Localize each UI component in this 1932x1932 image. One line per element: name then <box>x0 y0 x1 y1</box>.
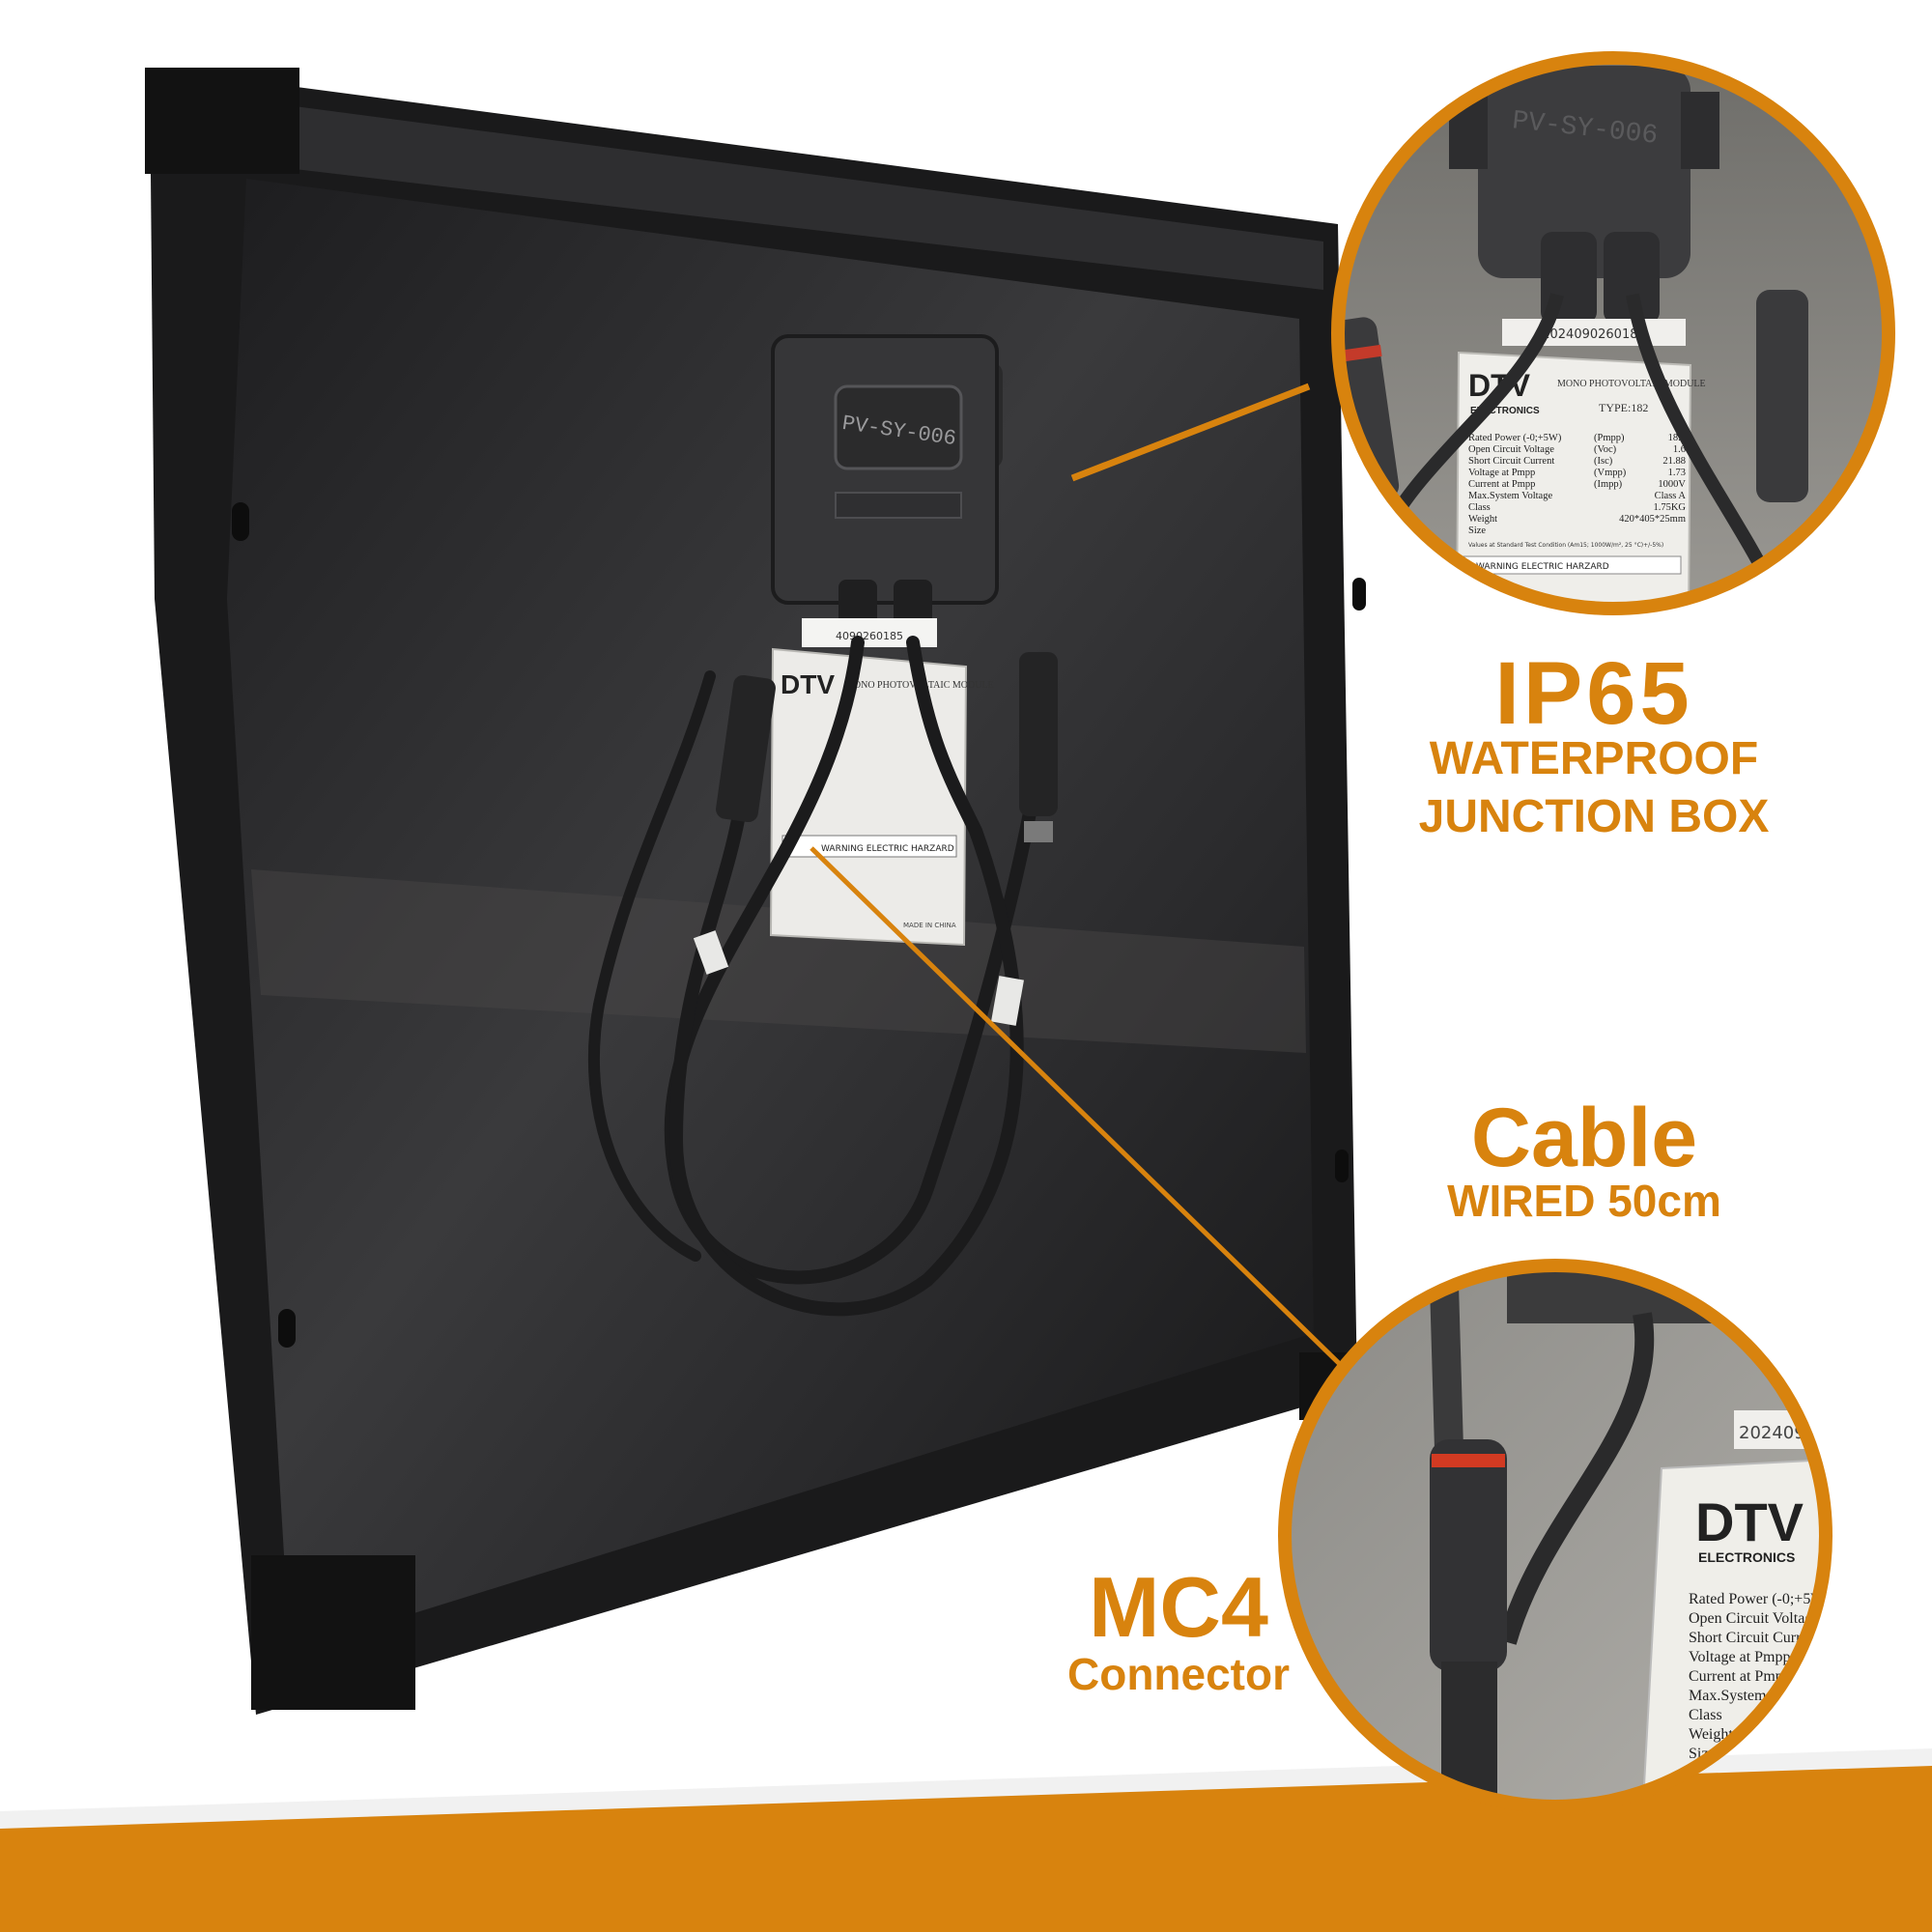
panel-reflection <box>251 869 1306 1053</box>
spec-row: Weight <box>1468 514 1497 525</box>
spec-row: Open Circuit Voltage <box>1689 1610 1819 1627</box>
zoom-junction-box: PV-SY-006 2024090260185 DTV ELECTRONICS … <box>1331 51 1895 615</box>
callout-leader-connector <box>810 846 1350 1374</box>
spec-code: (Voc) <box>1594 444 1617 455</box>
spec-row: Current at Pmpp <box>1468 479 1535 490</box>
spec-code: (Isc) <box>1594 456 1613 467</box>
corner-bracket <box>251 1555 415 1710</box>
spec-value: Class A <box>1655 491 1687 501</box>
callout-ip65-line1: WATERPROOF <box>1429 733 1759 784</box>
spec-row: Class <box>1689 1707 1722 1723</box>
spec-row: Class <box>1468 502 1491 513</box>
nameplate: 4090260185 DTV MONO PHOTOVOLTAIC MODULE … <box>769 618 994 947</box>
zoom2-brand-sub: ELECTRONICS <box>1698 1549 1795 1565</box>
spec-row: Open Circuit Voltage <box>1468 444 1554 455</box>
spec-value: 1.75KG <box>1653 502 1686 513</box>
spec-row: Weight <box>1689 1726 1733 1743</box>
zoom-brand-sub: ELECTRONICS <box>1470 406 1540 416</box>
frame-slot <box>1335 1150 1349 1182</box>
callout-cable-sub: WIRED 50cm <box>1447 1176 1721 1226</box>
spec-code: (Vmpp) <box>1594 468 1627 478</box>
zoom-product: MONO PHOTOVOLTAIC MODULE <box>1557 379 1706 389</box>
spec-value: 1000V <box>1658 479 1686 490</box>
serial-number: 4090260185 <box>836 630 903 642</box>
spec-row: Short Circuit Current <box>1468 456 1554 467</box>
spec-row: Short Circuit Current <box>1689 1630 1821 1646</box>
spec-row: Voltage at Pmpp <box>1689 1649 1790 1665</box>
spec-code: (Pmpp) <box>1594 433 1625 443</box>
spec-value: 1.6 <box>1673 444 1686 455</box>
zoom-footnote: Values at Standard Test Condition (Am15;… <box>1468 542 1663 549</box>
spec-value: 21.88 <box>1662 456 1686 467</box>
zoom-spec-rows: Rated Power (-0;+5W) Open Circuit Voltag… <box>1468 433 1686 536</box>
cables <box>587 636 1050 1317</box>
callout-leader-junction <box>1070 383 1311 482</box>
spec-value: 1.73 <box>1668 468 1686 478</box>
junction-box: PV-SY-006 <box>771 334 1003 642</box>
callout-mc4-sub: Connector <box>1067 1649 1290 1699</box>
mc4-connectors <box>693 652 1058 1026</box>
callout-ip65-title: IP65 <box>1494 644 1693 743</box>
spec-code: (Impp) <box>1594 479 1623 490</box>
zoom-type: TYPE:182 <box>1599 401 1648 414</box>
zoom-serial: 2024090260185 <box>1542 327 1646 342</box>
spec-row: Rated Power (-0;+5W) <box>1689 1591 1831 1607</box>
spec-row: Current at Pmpp <box>1689 1668 1791 1685</box>
panel-frame-rail-top <box>295 106 1323 290</box>
corner-bracket <box>145 68 299 174</box>
spec-value: 420*405*25mm <box>1619 514 1686 525</box>
zoom-mc4-connector: 2024090260185 DTV ELECTRONICS Rated Powe… <box>1278 1259 1833 1813</box>
orange-stripe <box>0 1763 1932 1932</box>
nameplate-brand: DTV <box>781 669 835 699</box>
spec-row: Rated Power (-0;+5W) <box>1468 433 1562 443</box>
callout-ip65-line2: JUNCTION BOX <box>1418 791 1770 842</box>
spec-row: Voltage at Pmpp <box>1468 468 1535 478</box>
nameplate-made-in: MADE IN CHINA <box>903 922 956 929</box>
frame-slot <box>232 502 249 541</box>
callout-mc4-title: MC4 <box>1089 1559 1268 1655</box>
callout-cable-title: Cable <box>1470 1092 1698 1184</box>
spec-row: Max.System Voltage <box>1468 491 1552 501</box>
zoom2-brand: DTV <box>1695 1492 1804 1552</box>
zoom-warning: WARNING ELECTRIC HARZARD <box>1476 562 1609 572</box>
spec-row: Max.System Voltage <box>1689 1688 1817 1704</box>
spec-value: 18.2 <box>1668 433 1686 443</box>
frame-slot <box>1352 578 1366 611</box>
frame-slot <box>278 1309 296 1348</box>
nameplate-warning: WARNING ELECTRIC HARZARD <box>821 844 954 854</box>
spec-row: Size <box>1468 526 1486 536</box>
